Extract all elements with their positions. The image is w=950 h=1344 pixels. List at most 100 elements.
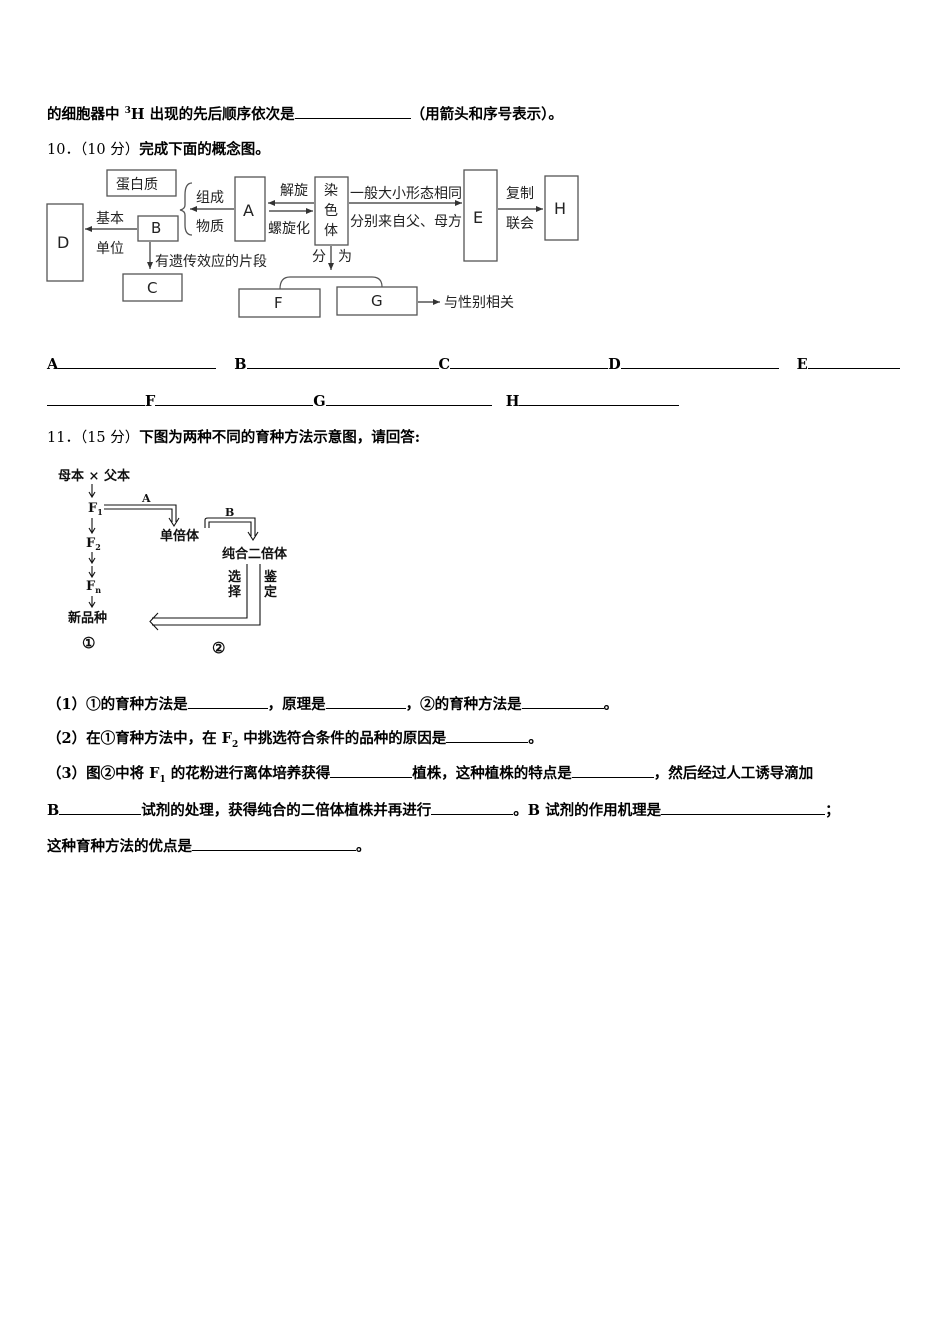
answer-blank-e-cont[interactable] <box>47 404 145 406</box>
box-c <box>122 273 183 302</box>
answer-label: E <box>796 356 808 373</box>
question-score: （15 分） <box>79 430 140 446</box>
q9-text: H 出现的先后顺序依次是 <box>130 106 295 123</box>
answer-blank-a[interactable] <box>58 367 217 369</box>
fuzhi-label: 复制 <box>506 185 534 202</box>
from-parents-label: 分别来自父、母方 <box>350 214 462 230</box>
sub3-text: ； <box>825 802 840 819</box>
haploid-label: 单倍体 <box>160 528 200 544</box>
answer-blank-h[interactable] <box>519 404 680 406</box>
sub3-text: 试剂的处理，获得纯合的二倍体植株并再进行 <box>141 802 432 819</box>
answer-blank[interactable] <box>521 707 604 709</box>
answer-blank[interactable] <box>59 813 142 815</box>
chromosome-char: 体 <box>324 223 338 239</box>
label-a: A <box>141 492 151 505</box>
box-a <box>234 176 266 242</box>
answer-blank[interactable] <box>192 849 356 851</box>
box-f-label: F <box>274 294 283 312</box>
sub1-text: （1）①的育种方法是 <box>47 696 188 713</box>
f1-label: F1 <box>88 501 103 517</box>
q11-sub3-line2: B 试剂的处理，获得纯合的二倍体植株并再进行 。B 试剂的作用机理是 ； <box>47 799 840 820</box>
answer-blank-f[interactable] <box>155 404 314 406</box>
f2-label: F2 <box>86 536 101 552</box>
question-number: 11． <box>47 430 80 446</box>
q11-sub3-line3: 这种育种方法的优点是 。 <box>47 835 371 856</box>
zucheng-label: 组成 <box>196 190 224 206</box>
answer-blank-c[interactable] <box>450 367 609 369</box>
q9-text: 的细胞器中 <box>47 106 125 123</box>
answer-label: F <box>145 393 156 410</box>
question-score: （10 分） <box>79 142 140 158</box>
question-title: 完成下面的概念图。 <box>139 141 270 158</box>
answer-blank[interactable] <box>294 117 411 119</box>
same-shape-label: 一般大小形态相同 <box>350 186 462 202</box>
identify-char: 定 <box>263 584 277 600</box>
box-d <box>46 203 84 282</box>
answer-blank[interactable] <box>661 813 826 815</box>
box-e <box>463 169 498 262</box>
sub3-text: 。 <box>356 838 371 855</box>
q11-sub3-line1: （3）图②中将 F1 的花粉进行离体培养获得植株，这种植株的特点是，然后经过人工… <box>47 762 813 785</box>
sub3-text: （3）图②中将 F <box>47 765 160 782</box>
box-h-label: H <box>554 199 566 218</box>
sub2-text: 中挑选符合条件的品种的原因是 <box>238 730 447 747</box>
answer-label: G <box>313 393 326 410</box>
answer-blank-b[interactable] <box>246 367 439 369</box>
answer-blank-g[interactable] <box>325 404 492 406</box>
answer-label: H <box>505 393 520 410</box>
sub3-text: B <box>47 802 60 819</box>
wuzhi-label: 物质 <box>196 219 224 235</box>
jiexuan-label: 解旋 <box>280 183 308 199</box>
concept-map-diagram: 蛋白质 组成 物质 A 解旋 螺旋化 染 色 体 一般大小形态相同 分别来自父、… <box>46 169 579 318</box>
protein-label: 蛋白质 <box>116 177 158 193</box>
subscript: 1 <box>159 774 166 785</box>
sub3-text: 。B 试剂的作用机理是 <box>513 802 662 819</box>
circle-two: ② <box>212 639 225 657</box>
answer-blank-e[interactable] <box>807 367 900 369</box>
q11-heading: 11．（15 分）下图为两种不同的育种方法示意图，请回答: <box>47 426 420 447</box>
fragment-label: 有遗传效应的片段 <box>155 253 267 270</box>
sex-related-label: 与性别相关 <box>444 295 514 311</box>
protein-box <box>106 169 177 197</box>
superscript: 3 <box>124 106 131 117</box>
box-e-label: E <box>473 208 483 227</box>
q9-text: （用箭头和序号表示）。 <box>410 106 563 123</box>
q11-sub1: （1）①的育种方法是，原理是，②的育种方法是。 <box>47 693 618 714</box>
answer-blank-d[interactable] <box>620 367 779 369</box>
answer-blank[interactable] <box>325 707 406 709</box>
box-b-label: B <box>151 219 161 237</box>
answer-label: D <box>608 356 621 373</box>
breeding-diagram: 母本 × 父本 F1 F2 Fn 新品种 ① A B 单倍体 纯合二倍体 选 择… <box>58 468 288 657</box>
identify-char: 鉴 <box>263 569 278 585</box>
chromosome-char: 染 <box>324 183 338 199</box>
answer-label: C <box>438 356 451 373</box>
fn-label: Fn <box>86 579 101 595</box>
box-c-label: C <box>147 279 157 297</box>
sub1-text: 。 <box>603 696 619 713</box>
fen-label: 分 <box>312 249 326 265</box>
answer-blank[interactable] <box>571 776 654 778</box>
jiben-label: 基本 <box>96 210 124 227</box>
answer-label: A <box>47 356 59 373</box>
new-variety-label: 新品种 <box>68 610 107 626</box>
q10-heading: 10．（10 分）完成下面的概念图。 <box>47 138 270 159</box>
answer-blank[interactable] <box>446 741 529 743</box>
parents-label: 母本 × 父本 <box>58 468 130 484</box>
answer-blank[interactable] <box>431 813 514 815</box>
box-h <box>544 175 579 241</box>
sub3-text: 这种育种方法的优点是 <box>47 838 192 855</box>
answer-blank[interactable] <box>187 707 268 709</box>
sub2-text: （2）在①育种方法中，在 F <box>47 730 232 747</box>
luoxuanhua-label: 螺旋化 <box>268 221 310 237</box>
box-g <box>336 286 418 316</box>
pure-diploid-label: 纯合二倍体 <box>222 546 288 562</box>
sub3-text: 的花粉进行离体培养获得 <box>165 765 331 782</box>
danwei-label: 单位 <box>96 241 124 257</box>
chromosome-box <box>314 176 349 246</box>
answer-blank[interactable] <box>330 776 413 778</box>
question-number: 10． <box>47 142 80 158</box>
select-char: 选 <box>228 569 241 585</box>
box-d-label: D <box>57 233 69 252</box>
lianhui-label: 联会 <box>506 216 534 232</box>
